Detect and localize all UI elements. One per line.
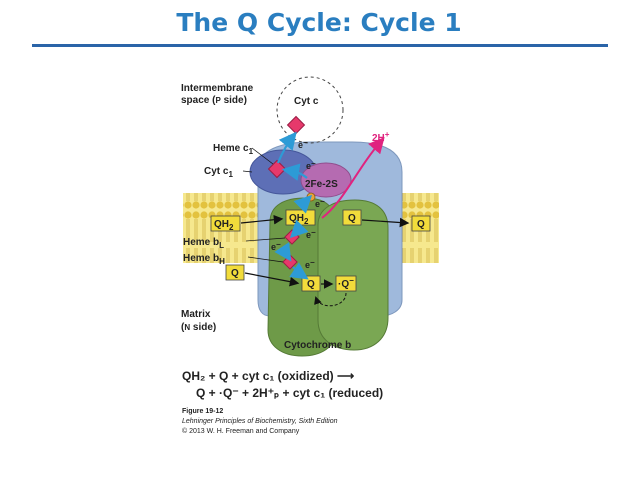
cyt-c1-leader <box>242 170 253 173</box>
matrix-label-line2: (N side) <box>181 322 216 333</box>
electron-path-bl-arrow <box>289 219 309 239</box>
figure-book: Lehninger Principles of Biochemistry, Si… <box>182 418 338 425</box>
figure-number: Figure 19-12 <box>182 408 224 415</box>
q-left-label: Q <box>231 268 239 279</box>
heme-c1-leader <box>251 147 274 165</box>
equation-line-2: Q + ·Q⁻ + 2H⁺ₚ + cyt c₁ (reduced) <box>196 386 384 400</box>
heme-bl-leader <box>245 237 286 242</box>
q-lower-label: Q <box>307 279 315 290</box>
electron-label-1: e− <box>298 138 308 150</box>
cytochrome-b-label: Cytochrome b <box>284 340 351 351</box>
electron-label-5: e− <box>306 228 316 240</box>
electron-label-2: e− <box>306 159 316 171</box>
qh2-left-box <box>210 215 241 232</box>
semiquinone-return-arrow <box>314 292 347 307</box>
semiquinone-label: ·Q− <box>338 276 354 290</box>
q-mid-box <box>342 209 362 226</box>
electron-path-qi-arrow <box>289 262 309 280</box>
equation-line-1: QH₂ + Q + cyt c₁ (oxidized) ⟶ <box>182 369 355 383</box>
electron-path-cytc-arrow <box>276 131 297 164</box>
electron-label-6: e− <box>305 258 315 270</box>
fe-s-label: 2Fe-2S <box>305 179 338 190</box>
electron-label-3: e− <box>315 197 325 209</box>
heme-c1-label: Heme c1 <box>213 143 254 156</box>
figure-copyright: © 2013 W. H. Freeman and Company <box>182 428 300 435</box>
semiquinone-box <box>335 275 357 292</box>
heme-bh-label: Heme bH <box>183 253 225 266</box>
electron-label-4: e− <box>271 240 281 252</box>
q-exit-arrow <box>361 217 410 228</box>
electron-path-fes-arrow <box>293 194 313 214</box>
q-right-label: Q <box>417 219 425 230</box>
q-mid-label: Q <box>348 213 356 224</box>
intermembrane-label-line1: Intermembrane <box>181 83 254 94</box>
qh2-left-label: QH2 <box>214 219 234 232</box>
intermembrane-label-line2: space (P side) <box>181 95 247 106</box>
heme-c1-icon <box>267 159 287 179</box>
qh2-to-site-arrow <box>240 214 284 225</box>
heme-bl-label: Heme bL <box>183 237 224 250</box>
heme-cyt-c-icon <box>286 115 306 135</box>
electron-path-bh-arrow <box>274 242 292 262</box>
iron-sulfur-protein <box>300 162 352 198</box>
cyt-c-label: Cyt c <box>294 96 319 107</box>
two-h-plus-label: 2H+ <box>372 130 390 144</box>
electron-path-c1-arrow <box>281 163 308 181</box>
matrix-label-line1: Matrix <box>181 309 211 320</box>
slide-title: The Q Cycle: Cycle 1 <box>176 8 462 37</box>
cyt-c-dashed-circle <box>276 76 344 144</box>
proton-release-arrow <box>321 136 385 219</box>
q-left-box <box>225 264 245 281</box>
qh2-center-label: QH2 <box>289 213 309 226</box>
cyt-c1-label: Cyt c1 <box>204 166 233 179</box>
q-right-box <box>411 215 431 232</box>
cytochrome-b-right <box>317 199 389 351</box>
title-underline <box>32 44 608 47</box>
q-lower-box <box>301 275 321 292</box>
q-to-qi-arrow <box>244 272 300 287</box>
